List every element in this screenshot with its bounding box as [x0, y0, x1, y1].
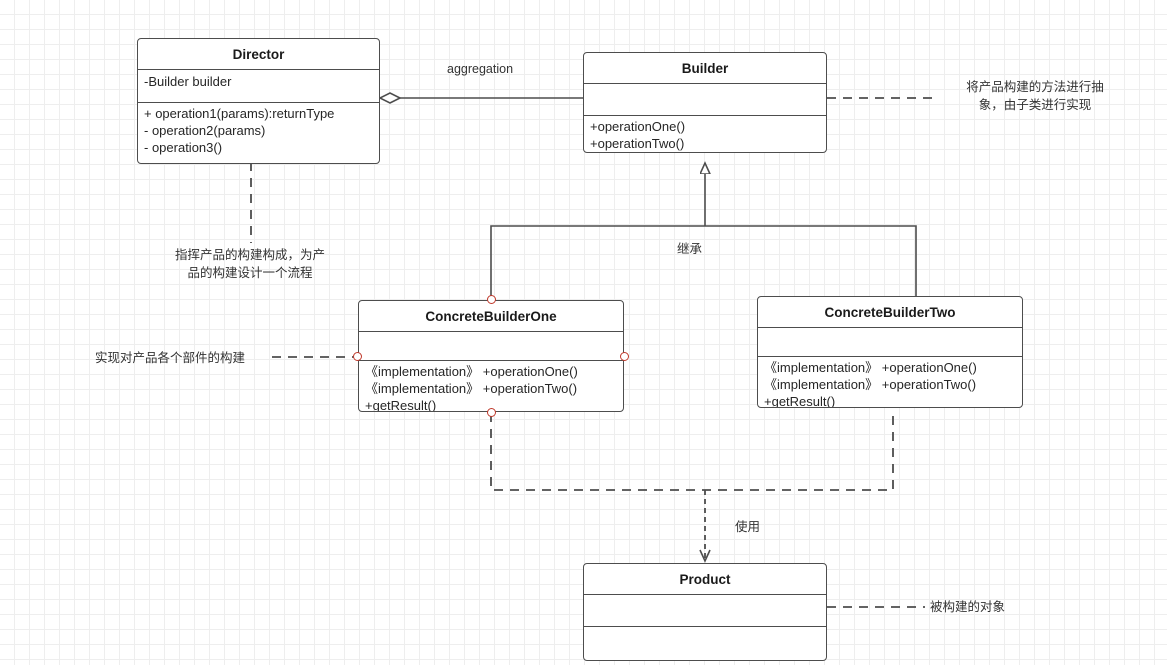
edge-label-aggregation: aggregation — [447, 62, 514, 76]
selection-handle-left[interactable] — [353, 352, 362, 361]
edge-label-usage: 使用 — [735, 520, 761, 534]
edge-inheritance — [490, 163, 917, 300]
class-title-concrete-builder-two: ConcreteBuilderTwo — [758, 297, 1022, 328]
operation-item: 《implementation》 +operationOne() — [764, 360, 977, 375]
attribute-item: -Builder builder — [144, 74, 232, 89]
selection-handle-top[interactable] — [487, 295, 496, 304]
operation-item: +getResult() — [764, 394, 836, 408]
class-attributes-builder — [584, 84, 826, 116]
class-attributes-concrete-builder-one — [359, 332, 623, 361]
class-title-director: Director — [138, 39, 379, 70]
class-operations-product — [584, 627, 826, 660]
operation-item: +operationTwo() — [590, 136, 685, 151]
selection-handle-bottom[interactable] — [487, 408, 496, 417]
operation-item: +getResult() — [365, 398, 437, 412]
note-director: 指挥产品的构建构成，为产 品的构建设计一个流程 — [174, 248, 325, 280]
class-attributes-director: -Builder builder — [138, 70, 379, 103]
operation-item: 《implementation》 +operationTwo() — [764, 377, 977, 392]
class-box-product[interactable]: Product — [583, 563, 827, 661]
class-box-concrete-builder-two[interactable]: ConcreteBuilderTwo 《implementation》 +ope… — [757, 296, 1023, 408]
class-title-concrete-builder-one: ConcreteBuilderOne — [359, 301, 623, 332]
class-box-builder[interactable]: Builder +operationOne() +operationTwo() — [583, 52, 827, 153]
note-concrete-builder: 实现对产品各个部件的构建 — [94, 351, 245, 365]
class-box-concrete-builder-one[interactable]: ConcreteBuilderOne 《implementation》 +ope… — [358, 300, 624, 412]
operation-item: 《implementation》 +operationOne() — [365, 364, 578, 379]
note-product: 被构建的对象 — [930, 600, 1006, 614]
class-attributes-product — [584, 595, 826, 627]
class-operations-concrete-builder-two: 《implementation》 +operationOne() 《implem… — [758, 357, 1022, 408]
edge-aggregation — [378, 92, 583, 104]
operation-item: - operation3() — [144, 140, 223, 155]
class-operations-concrete-builder-one: 《implementation》 +operationOne() 《implem… — [359, 361, 623, 412]
class-attributes-concrete-builder-two — [758, 328, 1022, 357]
operation-item: - operation2(params) — [144, 123, 266, 138]
selection-handle-right[interactable] — [620, 352, 629, 361]
edge-usage — [490, 413, 894, 563]
operation-item: 《implementation》 +operationTwo() — [365, 381, 578, 396]
note-builder: 将产品构建的方法进行抽 象，由子类进行实现 — [966, 80, 1104, 112]
operation-item: + operation1(params):returnType — [144, 106, 335, 121]
edge-label-inheritance: 继承 — [677, 242, 703, 256]
class-title-product: Product — [584, 564, 826, 595]
class-operations-builder: +operationOne() +operationTwo() — [584, 116, 826, 152]
operation-item: +operationOne() — [590, 119, 686, 134]
class-title-builder: Builder — [584, 53, 826, 84]
class-operations-director: + operation1(params):returnType - operat… — [138, 103, 379, 158]
class-box-director[interactable]: Director -Builder builder + operation1(p… — [137, 38, 380, 164]
